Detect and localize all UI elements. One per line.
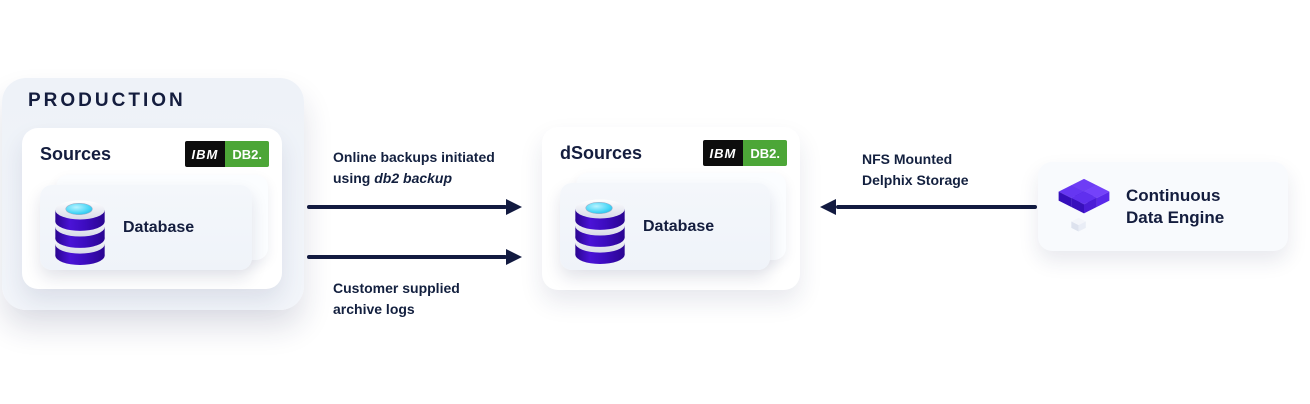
ibm-logo: IBM bbox=[702, 140, 744, 166]
arrow-left-head-icon bbox=[820, 199, 836, 215]
sources-title: Sources bbox=[40, 143, 112, 164]
database-card: Database bbox=[40, 185, 252, 270]
db2-badge: DB2. bbox=[225, 141, 269, 167]
label-archive-logs: Customer supplied archive logs bbox=[333, 278, 460, 320]
label-line: Delphix Storage bbox=[862, 172, 969, 188]
ibm-logo: IBM bbox=[184, 141, 226, 167]
db2-badge: DB2. bbox=[743, 140, 787, 166]
database-cylinder-icon bbox=[575, 198, 625, 264]
label-nfs-storage: NFS Mounted Delphix Storage bbox=[862, 149, 969, 191]
arrow-right-head-icon bbox=[506, 249, 522, 265]
database-cylinder-icon bbox=[55, 199, 105, 265]
label-line: using db2 backup bbox=[333, 170, 453, 186]
continuous-data-engine-card: Continuous Data Engine bbox=[1038, 162, 1288, 251]
arrow-right-head-icon bbox=[506, 199, 522, 215]
database-label: Database bbox=[643, 217, 715, 235]
dsources-card: dSources IBM DB2. Database bbox=[542, 127, 800, 290]
label-line: archive logs bbox=[333, 301, 415, 317]
label-line: Customer supplied bbox=[333, 280, 460, 296]
arrow-archive-logs-shaft bbox=[307, 255, 507, 259]
sources-database-stack: Database bbox=[40, 175, 268, 270]
label-online-backups: Online backups initiated using db2 backu… bbox=[333, 147, 495, 189]
dsources-header: dSources IBM DB2. bbox=[560, 140, 787, 166]
label-line: NFS Mounted bbox=[862, 151, 953, 167]
ibm-db2-badge: IBM DB2. bbox=[184, 141, 269, 167]
dsources-title: dSources bbox=[560, 142, 643, 163]
production-title: PRODUCTION bbox=[28, 90, 186, 111]
sources-header: Sources IBM DB2. bbox=[40, 141, 269, 167]
label-line: Online backups initiated bbox=[333, 149, 495, 165]
continuous-data-engine-label: Continuous Data Engine bbox=[1126, 185, 1225, 227]
database-label: Database bbox=[123, 218, 195, 236]
sources-card: Sources IBM DB2. bbox=[22, 128, 282, 289]
arrow-nfs-shaft bbox=[836, 205, 1037, 209]
arrow-online-backups-shaft bbox=[307, 205, 507, 209]
delphix-cubes-icon bbox=[1058, 178, 1110, 231]
ibm-db2-badge: IBM DB2. bbox=[702, 140, 787, 166]
database-card: Database bbox=[560, 183, 770, 270]
dsources-database-stack: Database bbox=[560, 173, 786, 270]
